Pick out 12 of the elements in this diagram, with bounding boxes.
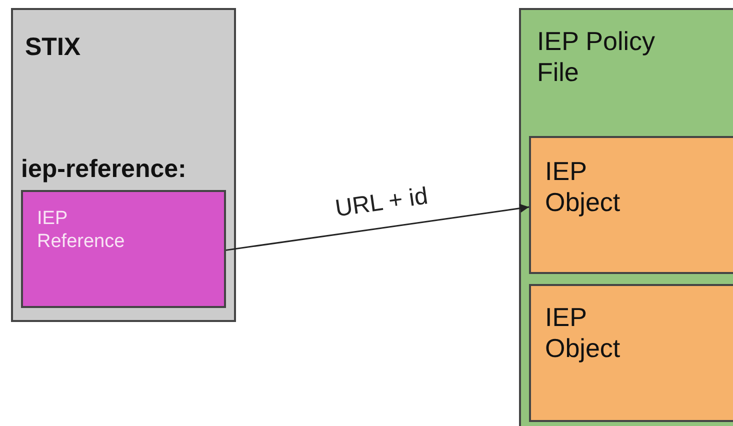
process-box — [21, 190, 226, 308]
process-box — [529, 284, 733, 422]
arrow — [226, 204, 530, 251]
box-label: IEP Object — [545, 302, 622, 364]
container-title: STIX — [25, 32, 82, 62]
box-label: IEP Object — [545, 156, 622, 218]
container-title: IEP Policy File — [537, 26, 656, 88]
box-label: IEP Reference — [37, 208, 126, 254]
container-box — [11, 8, 236, 322]
field-label: iep-reference: — [21, 154, 188, 184]
process-box — [529, 136, 733, 274]
container-box — [519, 8, 733, 426]
